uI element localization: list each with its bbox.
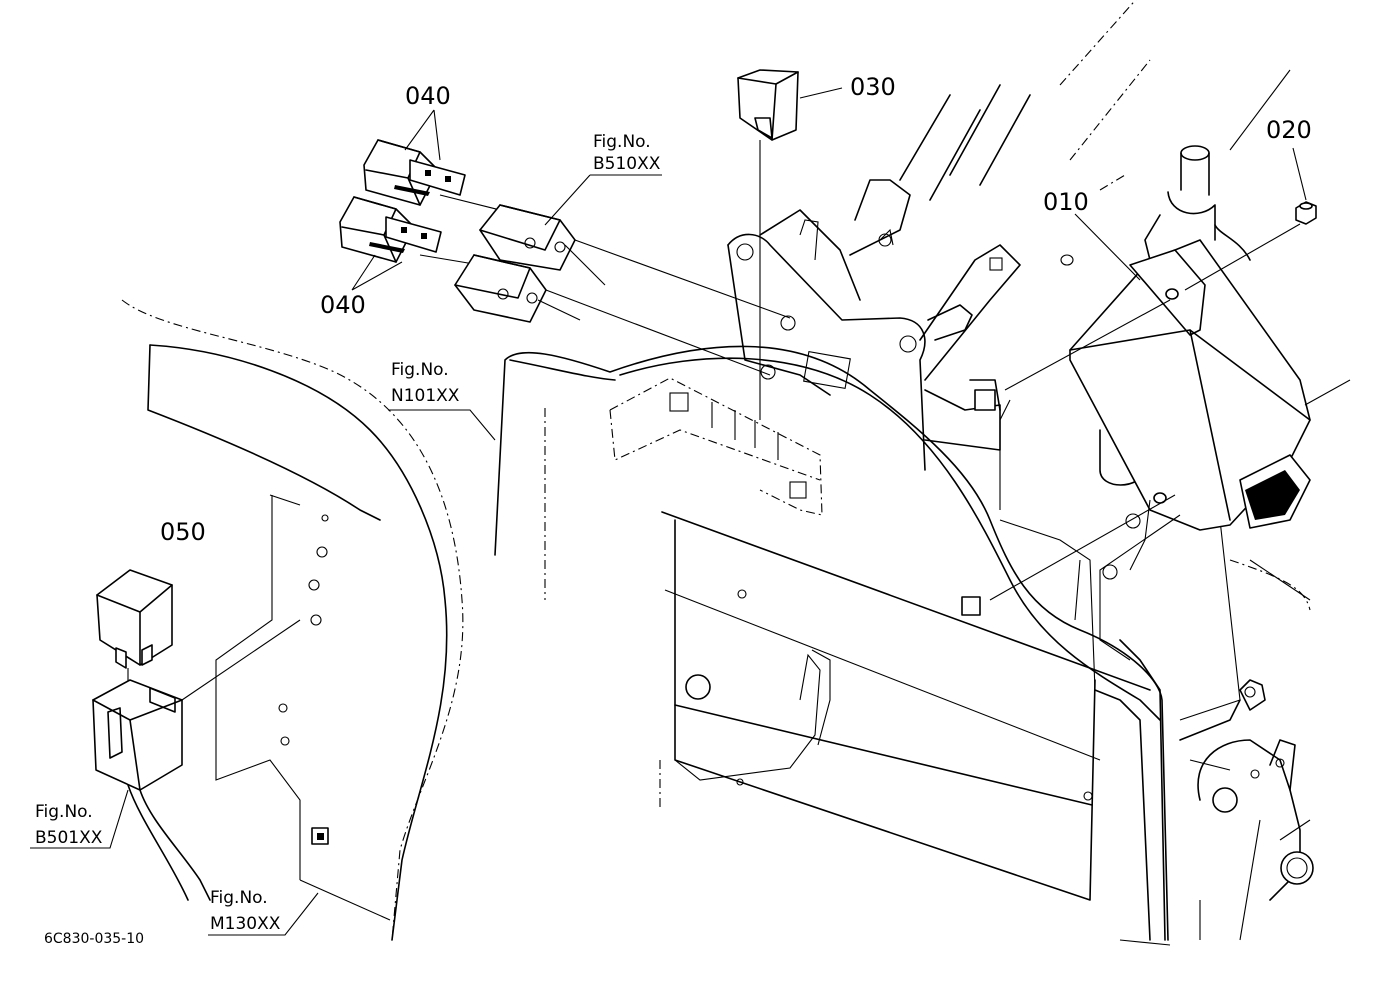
relay-socket-b501 — [92, 619, 301, 901]
part-040-relay-bottom — [339, 196, 481, 266]
label-030: 030 — [850, 73, 896, 101]
fig-n101-line2: N101XX — [391, 386, 460, 406]
fig-b510-line2: B510XX — [593, 154, 661, 174]
label-010: 010 — [1043, 188, 1089, 216]
steering-column — [1099, 145, 1311, 721]
fig-n101-line1: Fig.No. — [391, 360, 449, 380]
relay-sockets — [454, 204, 791, 376]
dash-frame — [494, 345, 1171, 946]
switch-bracket — [609, 377, 823, 516]
fender-panel — [121, 299, 464, 941]
label-040-bottom: 040 — [320, 291, 366, 319]
fig-b501-line2: B501XX — [35, 828, 103, 848]
part-050-relay — [96, 569, 173, 690]
label-020: 020 — [1266, 116, 1312, 144]
part-030-relay — [737, 69, 799, 420]
part-040-relay-top — [363, 139, 521, 216]
lower-right-assembly — [1179, 679, 1314, 941]
part-010-control-unit — [1060, 239, 1311, 661]
drawing-code: 6C830-035-10 — [44, 931, 144, 947]
label-040-top: 040 — [405, 82, 451, 110]
fig-m130-line2: M130XX — [210, 914, 281, 934]
fig-m130-line1: Fig.No. — [210, 888, 268, 908]
fig-b501-line1: Fig.No. — [35, 802, 93, 822]
fig-b510-line1: Fig.No. — [593, 132, 651, 152]
steering-support — [727, 0, 1291, 471]
leader-lines — [30, 87, 1351, 936]
label-050: 050 — [160, 518, 206, 546]
part-020-bolt — [1184, 201, 1317, 291]
